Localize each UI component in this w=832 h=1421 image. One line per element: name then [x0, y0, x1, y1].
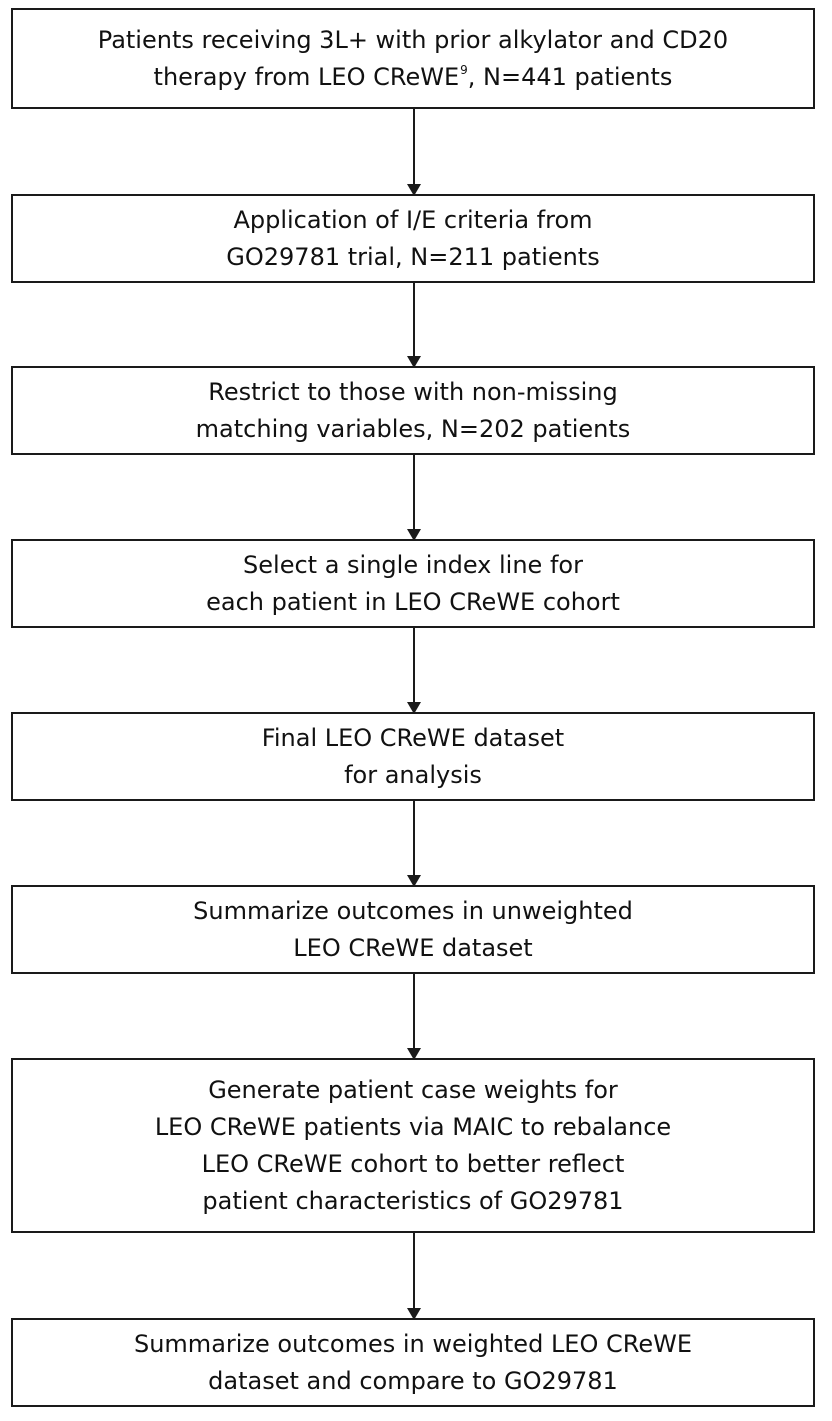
flow-step-3-line-1: Restrict to those with non-missing — [208, 377, 618, 406]
flow-step-4-line-2: each patient in LEO CReWE cohort — [206, 587, 620, 616]
flow-arrow-5 — [407, 801, 421, 887]
flow-step-5-line-1: Final LEO CReWE dataset — [261, 723, 565, 752]
flow-step-8-box: Summarize outcomes in weighted LEO CReWE… — [11, 1318, 815, 1407]
flow-arrow-1 — [407, 109, 421, 196]
flow-step-4-box: Select a single index line for each pati… — [11, 539, 815, 628]
flow-step-5-box: Final LEO CReWE dataset for analysis — [11, 712, 815, 801]
flow-step-7-line-3: LEO CReWE cohort to better reflect — [201, 1149, 625, 1178]
flow-step-8-line-2: dataset and compare to GO29781 — [208, 1366, 618, 1395]
flow-step-2-line-2: GO29781 trial, N=211 patients — [226, 242, 600, 271]
citation-superscript: 9 — [460, 62, 468, 77]
flow-step-1-line-2-rest: , N=441 patients — [467, 62, 673, 91]
flow-step-6-box: Summarize outcomes in unweighted LEO CRe… — [11, 885, 815, 974]
flow-step-7-line-4: patient characteristics of GO29781 — [202, 1186, 624, 1215]
flow-step-7-line-2: LEO CReWE patients via MAIC to rebalance — [154, 1112, 672, 1141]
flow-step-2-line-1: Application of I/E criteria from — [233, 205, 593, 234]
flow-step-3-line-2: matching variables, N=202 patients — [195, 414, 631, 443]
flow-step-1-line-2-text: therapy from LEO CReWE — [153, 62, 460, 91]
flow-arrow-4 — [407, 628, 421, 714]
flow-arrow-7 — [407, 1233, 421, 1320]
flow-step-7-box: Generate patient case weights for LEO CR… — [11, 1058, 815, 1233]
flow-step-5-line-2: for analysis — [344, 760, 482, 789]
flow-step-8-line-1: Summarize outcomes in weighted LEO CReWE — [133, 1329, 693, 1358]
flow-step-2-box: Application of I/E criteria from GO29781… — [11, 194, 815, 283]
flow-step-3-box: Restrict to those with non-missing match… — [11, 366, 815, 455]
flow-step-4-line-1: Select a single index line for — [243, 550, 583, 579]
flow-step-1-box: Patients receiving 3L+ with prior alkyla… — [11, 8, 815, 109]
flow-arrow-6 — [407, 974, 421, 1060]
flow-arrow-2 — [407, 283, 421, 368]
flow-step-7-line-1: Generate patient case weights for — [208, 1075, 618, 1104]
flow-step-1-line-1: Patients receiving 3L+ with prior alkyla… — [97, 25, 729, 54]
flow-step-6-line-1: Summarize outcomes in unweighted — [193, 896, 633, 925]
flow-arrow-3 — [407, 455, 421, 541]
flow-step-1-line-2: therapy from LEO CReWE9, N=441 patients — [154, 59, 673, 96]
flow-step-6-line-2: LEO CReWE dataset — [293, 933, 533, 962]
